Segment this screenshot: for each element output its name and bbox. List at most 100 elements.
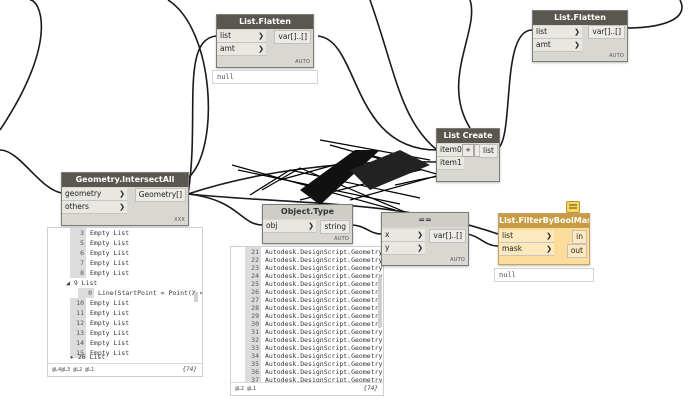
node-title: Object.Type	[263, 205, 352, 219]
scribble-fill	[300, 150, 380, 205]
port-label: x	[385, 230, 390, 239]
node-equals[interactable]: == x ❯ y ❯ var[]..[] AUTO	[381, 212, 469, 266]
port-label: obj	[266, 221, 278, 230]
scribble-annotation	[231, 139, 471, 213]
port-label: y	[385, 243, 390, 252]
port-label: item1	[440, 158, 462, 167]
node-title: List.Flatten	[533, 11, 627, 25]
lacing-label: AUTO	[450, 257, 465, 263]
chevron-right-icon: ❯	[119, 190, 125, 198]
port-label: list	[502, 231, 514, 240]
output-port[interactable]: Geometry[]	[134, 188, 186, 202]
node-object-type[interactable]: Object.Type obj ❯ string AUTO	[262, 204, 353, 244]
port-label: others	[65, 202, 89, 211]
wire-top-curve	[369, 0, 438, 151]
node-title: Geometry.IntersectAll	[62, 173, 188, 187]
input-port-list[interactable]: list ❯	[533, 26, 582, 39]
input-port-obj[interactable]: obj ❯	[263, 220, 316, 233]
add-input-button[interactable]: +	[462, 144, 474, 157]
port-label: mask	[502, 244, 523, 253]
chevron-right-icon: ❯	[308, 222, 314, 230]
input-port-item1[interactable]: item1	[437, 157, 464, 170]
input-port-y[interactable]: y ❯	[382, 242, 425, 255]
output-port[interactable]: list	[478, 144, 498, 158]
wire-left-intersect	[0, 149, 63, 194]
port-label: amt	[536, 40, 551, 49]
input-port-x[interactable]: x ❯	[382, 229, 425, 242]
preview-bubble: null	[212, 70, 318, 84]
chevron-right-icon: ❯	[546, 245, 552, 253]
list-level-labels: @L4@L3 @L2 @L1	[48, 363, 202, 376]
wire-equals-filter	[466, 233, 499, 247]
lacing-label: AUTO	[295, 59, 310, 65]
port-label: geometry	[65, 189, 102, 198]
node-list-flatten-1[interactable]: List.Flatten list ❯ amt ❯ var[]..[] AUTO	[216, 14, 314, 68]
node-list-flatten-2[interactable]: List.Flatten list ❯ amt ❯ var[]..[] AUTO	[532, 10, 628, 62]
input-port-mask[interactable]: mask ❯	[499, 243, 554, 256]
node-list-filterbyboolmask[interactable]: List.FilterByBoolMask list ❯ mask ❯ in o…	[498, 213, 590, 265]
chevron-right-icon: ❯	[546, 232, 552, 240]
input-port-amt[interactable]: amt ❯	[533, 39, 582, 52]
item-count: {74}	[363, 385, 378, 392]
port-label: list	[536, 27, 548, 36]
scrollbar[interactable]	[378, 277, 382, 327]
output-port-in[interactable]: in	[572, 230, 587, 244]
input-port-amt[interactable]: amt ❯	[217, 43, 266, 56]
output-port[interactable]: var[]..[]	[588, 25, 625, 39]
wire-top-to-intersect	[167, 0, 210, 179]
item-count: {74}	[182, 366, 197, 373]
input-port-item0[interactable]: item0	[437, 144, 464, 157]
output-port[interactable]: var[]..[]	[274, 30, 311, 44]
list-item[interactable]: ◢ 9 List	[66, 279, 98, 287]
wire-intersect-flatten1	[187, 35, 217, 195]
output-port[interactable]: string	[320, 220, 350, 234]
wire-flatten1-listcreate	[317, 35, 438, 151]
scribble-fill-2	[350, 150, 430, 190]
chevron-right-icon: ❯	[417, 244, 423, 252]
lacing-label: AUTO	[609, 53, 624, 59]
list-level-labels: @L2 @L1	[231, 382, 383, 395]
input-port-list[interactable]: list ❯	[217, 30, 266, 43]
wire-left-curve	[0, 0, 43, 131]
chevron-right-icon: ❯	[258, 45, 264, 53]
wire-flatten2-right	[625, 0, 683, 29]
port-label: item0	[440, 145, 462, 154]
lacing-label: XXX	[174, 217, 185, 223]
list-item[interactable]: ▸ 26 List	[70, 353, 106, 361]
input-port-geometry[interactable]: geometry ❯	[62, 188, 127, 201]
chevron-right-icon: ❯	[417, 231, 423, 239]
chevron-right-icon: ❯	[574, 28, 580, 36]
output-port-out[interactable]: out	[566, 244, 587, 258]
input-port-others[interactable]: others ❯	[62, 201, 127, 214]
node-list-create[interactable]: List Create item0 item1 + - list	[436, 128, 500, 182]
scrollbar[interactable]	[194, 292, 198, 302]
node-geometry-intersectall[interactable]: Geometry.IntersectAll geometry ❯ others …	[61, 172, 189, 226]
lacing-label: AUTO	[334, 236, 349, 242]
node-title: List.Flatten	[217, 15, 313, 29]
output-port[interactable]: var[]..[]	[429, 229, 466, 243]
node-title: ==	[382, 213, 468, 227]
input-port-list[interactable]: list ❯	[499, 230, 554, 243]
note-icon[interactable]	[566, 198, 580, 213]
port-label: list	[220, 31, 232, 40]
node-title: List Create	[437, 129, 499, 143]
